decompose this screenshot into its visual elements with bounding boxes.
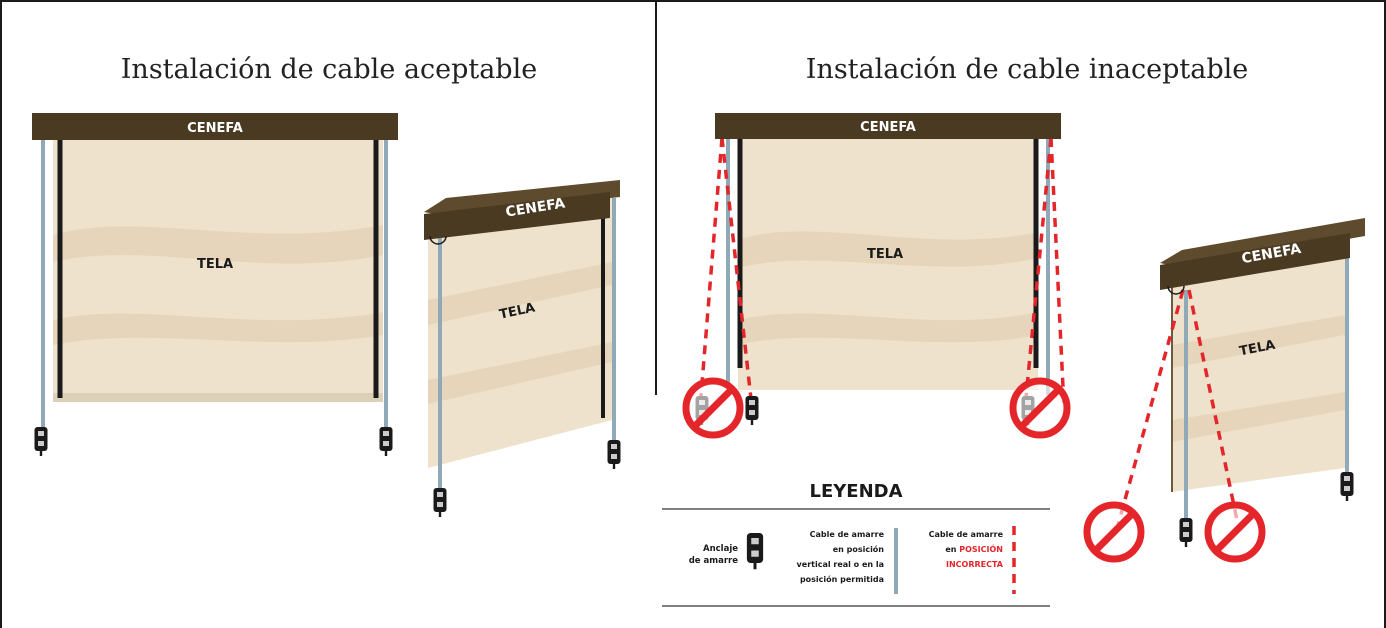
fabric-label: TELA — [197, 257, 233, 272]
tie-down-anchor — [1179, 518, 1193, 547]
valance-bar — [32, 113, 398, 140]
tie-down-anchor — [433, 488, 447, 517]
fabric-label: TELA — [867, 247, 903, 262]
acceptable-front-shade: CENEFA TELA — [32, 113, 398, 456]
unacceptable-angled-shade: CENEFA TELA — [1087, 218, 1365, 559]
incorrect-cable-line — [1023, 137, 1053, 409]
legend-correct-text: Cable de amarre — [810, 530, 885, 539]
tie-down-anchor — [607, 440, 621, 469]
fabric-panel — [1172, 252, 1345, 492]
incorrect-cable-line — [698, 137, 724, 409]
valance-label: CENEFA — [860, 120, 916, 135]
tie-down-anchor — [745, 396, 759, 425]
acceptable-title: Instalación de cable aceptable — [121, 54, 537, 85]
incorrect-cable-line — [1187, 289, 1240, 526]
fabric-panel — [53, 138, 383, 400]
prohibited-sign — [686, 381, 740, 435]
valance-bar — [715, 113, 1061, 139]
tie-down-anchor — [1340, 472, 1354, 501]
legend-incorrect-text: en POSICIÓN — [945, 543, 1003, 554]
legend-incorrect-text: INCORRECTA — [946, 560, 1004, 569]
unacceptable-title: Instalación de cable inaceptable — [806, 54, 1248, 85]
legend-title: LEYENDA — [809, 481, 902, 502]
unacceptable-front-shade: CENEFA TELA — [686, 113, 1067, 435]
fabric-label: TELA — [1238, 338, 1276, 360]
legend-correct-text: posición permitida — [800, 574, 884, 584]
incorrect-cable-line — [1116, 289, 1185, 526]
legend-correct-text: vertical real o en la — [797, 560, 884, 569]
prohibited-sign — [1013, 381, 1067, 435]
prohibited-sign — [1087, 505, 1141, 559]
valance-bar — [1160, 233, 1350, 290]
incorrect-cable-line — [720, 137, 754, 409]
tie-down-anchor — [34, 427, 48, 456]
legend: LEYENDA Anclaje de amarre Cable de amarr… — [662, 481, 1050, 607]
legend-correct-text: en posición — [833, 544, 885, 554]
fabric-panel — [428, 195, 612, 468]
valance-label: CENEFA — [187, 121, 243, 136]
tie-down-anchor — [379, 427, 393, 456]
acceptable-angled-shade: CENEFA TELA — [424, 180, 621, 517]
incorrect-cable-line — [1049, 137, 1066, 409]
legend-incorrect-text: Cable de amarre — [929, 530, 1004, 539]
legend-anchor-text: de amarre — [689, 556, 739, 566]
legend-anchor-text: Anclaje — [703, 544, 738, 554]
valance-bar — [424, 192, 610, 240]
legend-anchor-icon — [746, 533, 764, 570]
fabric-label: TELA — [498, 300, 536, 322]
prohibited-sign — [1208, 505, 1262, 559]
